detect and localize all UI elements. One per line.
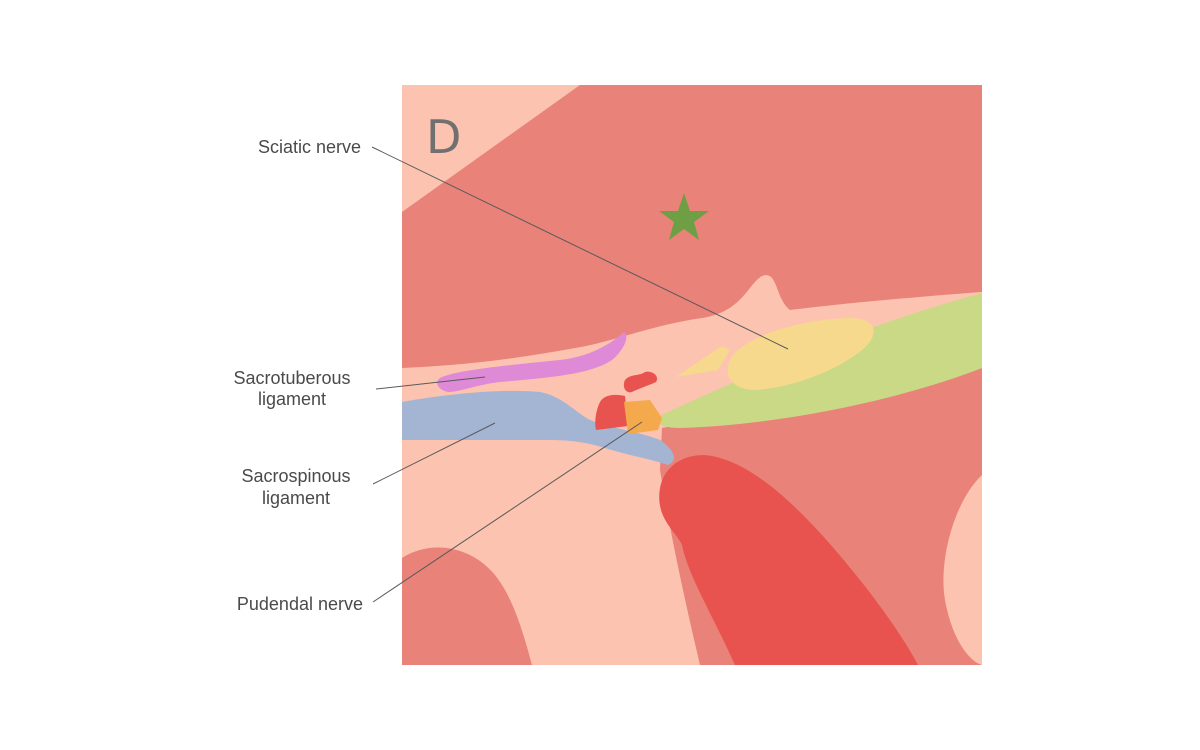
sacrotuberous-leader [375,376,486,390]
label-pudendal-nerve: Pudendal nerve [237,594,363,614]
label-sciatic-nerve: Sciatic nerve [258,137,361,157]
sciatic-nerve [727,318,874,390]
sciatic-nerve-fragment [676,346,730,377]
diagram-panel: D [402,85,982,665]
small-vessel-lower [595,394,628,430]
sciatic-nerve-leader [371,146,789,350]
bottom-left-muscle [402,547,532,665]
star-icon [659,193,709,240]
panel-letter: D [426,110,461,164]
label-sacrospinous-line2: ligament [262,488,330,508]
pudendal-nerve [624,400,662,434]
pudendal-nerve-leader [372,421,643,603]
label-sacrospinous-line1: Sacrospinous [241,466,350,486]
label-sacrotuberous-line2: ligament [258,389,326,409]
small-vessel-upper [623,371,658,393]
right-tissue-window [943,475,982,665]
large-artery [659,455,918,665]
label-sacrotuberous-line1: Sacrotuberous [233,368,350,388]
sacrospinous-leader [372,422,496,485]
